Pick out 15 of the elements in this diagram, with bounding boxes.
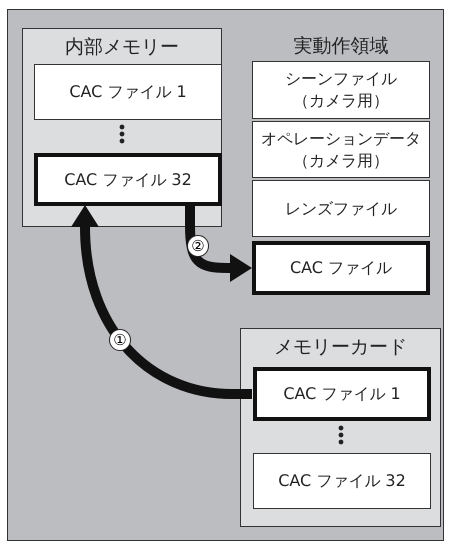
arrow <box>71 205 252 399</box>
file-box: CAC ファイル 32 <box>34 153 222 206</box>
file-box: オペレーションデータ（カメラ用） <box>252 121 430 178</box>
panel-heading: 内部メモリー <box>64 35 180 60</box>
file-box: レンズファイル <box>252 180 430 237</box>
memory-panel <box>240 328 441 527</box>
file-box: CAC ファイル 1 <box>253 367 431 421</box>
file-box: CAC ファイル 1 <box>34 64 222 120</box>
column-heading: 実動作領域 <box>292 34 390 59</box>
panel-heading: メモリーカード <box>273 335 408 360</box>
memory-panel <box>22 28 222 227</box>
file-box: シーンファイル（カメラ用） <box>252 61 430 119</box>
file-box: CAC ファイル <box>252 241 430 295</box>
file-box: CAC ファイル 32 <box>253 453 431 509</box>
arrow <box>185 205 252 282</box>
